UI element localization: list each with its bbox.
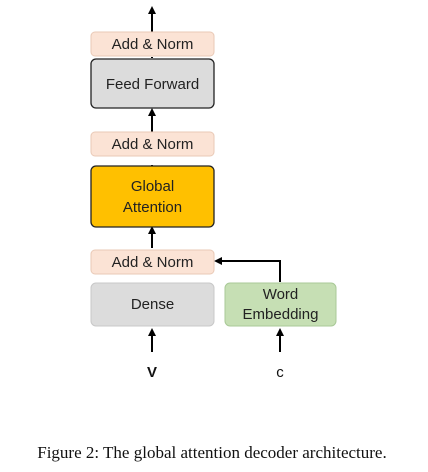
- add-norm-bottom-box: [90, 249, 215, 275]
- figure-caption: Figure 2: The global attention decoder a…: [37, 443, 386, 462]
- arrow-word-embedding-to-addnorm-bottom: [214, 257, 281, 282]
- feed-forward-label: Feed Forward: [106, 76, 199, 93]
- add-norm-top-box: [90, 31, 215, 57]
- global-attention-label-line-2: Attention: [123, 199, 182, 216]
- word-embedding-label-line-1: Word: [263, 286, 299, 303]
- word-embedding-label-line-2: Embedding: [243, 306, 319, 323]
- dense-label: Dense: [131, 296, 174, 313]
- add-norm-middle-label: Add & Norm: [112, 136, 194, 153]
- feed-forward-box: [90, 58, 215, 109]
- input-v-label: V: [147, 364, 157, 381]
- word-embedding-box: [224, 282, 337, 327]
- dense-box: [90, 282, 215, 327]
- global-attention-box: [90, 165, 215, 228]
- add-norm-bottom-label: Add & Norm: [112, 254, 194, 271]
- add-norm-top-label: Add & Norm: [112, 36, 194, 53]
- global-attention-label-line-1: Global: [131, 178, 174, 195]
- input-c-label: c: [276, 364, 284, 381]
- add-norm-middle-box: [90, 131, 215, 157]
